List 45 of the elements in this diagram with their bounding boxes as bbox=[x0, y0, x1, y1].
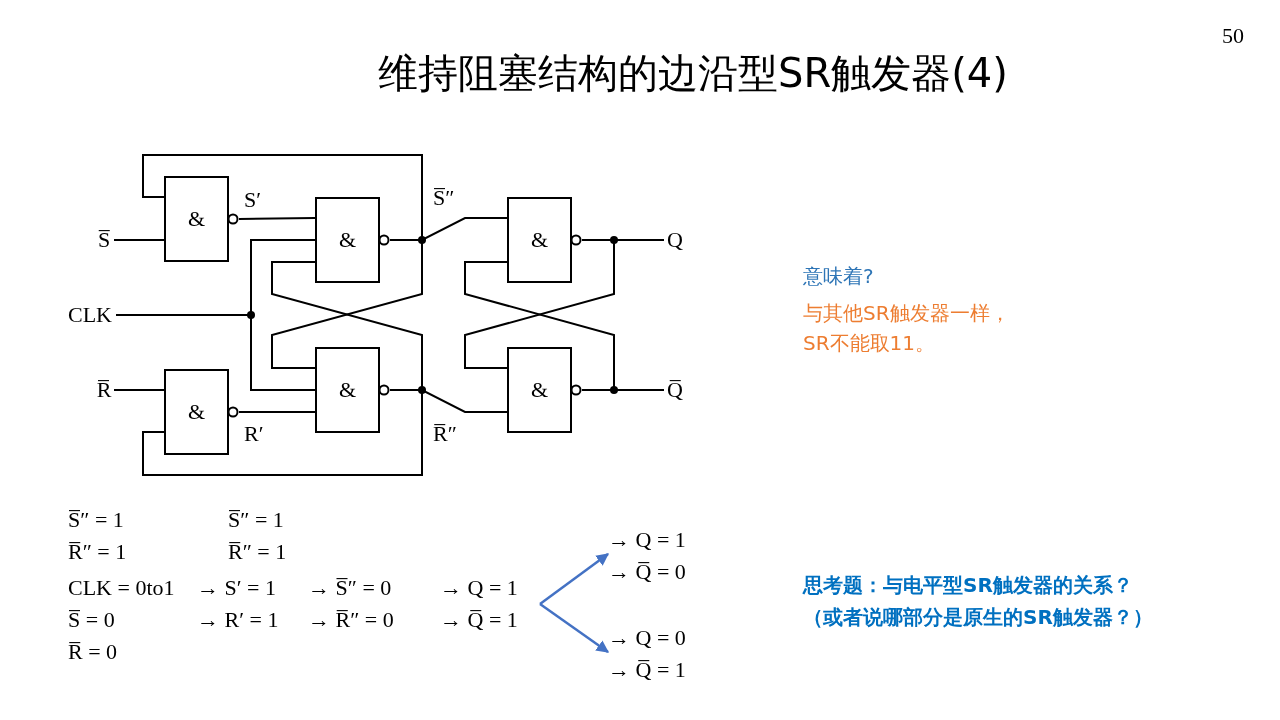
equation: → Q̅ = 1 bbox=[608, 656, 687, 684]
wire bbox=[464, 239, 615, 369]
signal-name: S̅ bbox=[94, 226, 114, 254]
equation: → S̅″ = 0 bbox=[308, 574, 392, 602]
equation: → Q = 1 bbox=[440, 574, 519, 602]
equation: → Q̅ = 0 bbox=[608, 558, 687, 586]
wire bbox=[238, 411, 316, 413]
arrow bbox=[539, 553, 609, 605]
and-symbol: & bbox=[529, 226, 550, 254]
signal-name: R̅ bbox=[94, 376, 114, 404]
equation: R̅″ = 1 bbox=[228, 538, 287, 566]
equation: S̅″ = 1 bbox=[68, 506, 124, 534]
slide-title: 维持阻塞结构的边沿型SR触发器(4) bbox=[378, 49, 1008, 98]
wire bbox=[389, 389, 508, 413]
note-text: 意味着? bbox=[803, 263, 874, 290]
and-symbol: & bbox=[186, 398, 207, 426]
equation: → Q = 0 bbox=[608, 624, 687, 652]
equation: R̅ = 0 bbox=[68, 638, 118, 666]
wire bbox=[115, 314, 316, 391]
equation: → S′ = 1 bbox=[197, 574, 276, 602]
note-text: （或者说哪部分是原生的SR触发器？） bbox=[803, 604, 1153, 631]
wire bbox=[464, 261, 615, 391]
wire bbox=[113, 389, 165, 391]
equation: → Q = 1 bbox=[608, 526, 687, 554]
signal-name: CLK bbox=[64, 301, 116, 329]
and-symbol: & bbox=[529, 376, 550, 404]
equation: → R̅″ = 0 bbox=[308, 606, 394, 634]
equation: R̅″ = 1 bbox=[68, 538, 127, 566]
equation: S̅″ = 1 bbox=[228, 506, 284, 534]
wire bbox=[389, 217, 508, 241]
page-number: 50 bbox=[1222, 22, 1244, 50]
equation: → R′ = 1 bbox=[197, 606, 279, 634]
equation: → Q̅ = 1 bbox=[440, 606, 519, 634]
arrow bbox=[539, 602, 609, 654]
note-text: 与其他SR触发器一样，SR不能取11。 bbox=[803, 300, 1011, 357]
and-symbol: & bbox=[186, 205, 207, 233]
note-text: 思考题：与电平型SR触发器的关系？ bbox=[803, 572, 1133, 599]
and-symbol: & bbox=[337, 376, 358, 404]
wire bbox=[113, 239, 165, 241]
wire bbox=[238, 217, 316, 220]
signal-name: Q bbox=[664, 226, 686, 254]
and-symbol: & bbox=[337, 226, 358, 254]
equation: S̅ = 0 bbox=[68, 606, 115, 634]
equation: CLK = 0to1 bbox=[68, 574, 175, 602]
signal-name: Q̅ bbox=[664, 376, 686, 404]
